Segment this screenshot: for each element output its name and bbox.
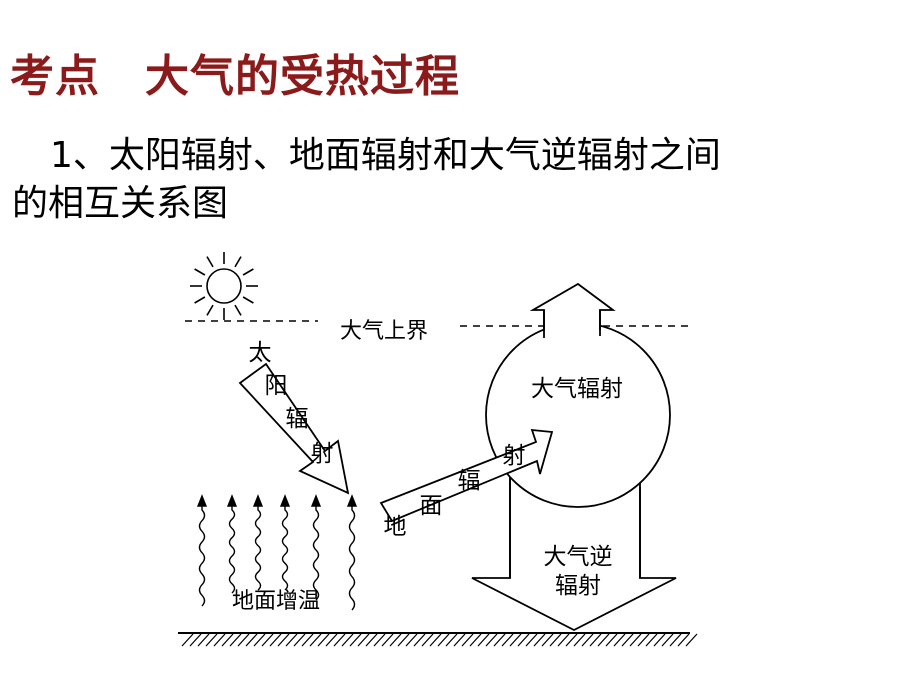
heat-wave-arrowhead (346, 494, 358, 507)
heat-wave-arrow (312, 498, 320, 601)
solar-radiation-char-4: 射 (311, 441, 334, 467)
heat-wave-arrow (198, 498, 206, 607)
ground-radiation-char-3: 辐 (458, 468, 481, 494)
ground-radiation-arrow (379, 428, 554, 523)
solar-radiation-char-3: 辐 (286, 406, 309, 432)
heat-wave-arrow (228, 498, 236, 594)
ground-heating-arrows (196, 494, 358, 611)
atmosphere-top-label: 大气上界 (340, 319, 428, 344)
ground-radiation-char-2: 面 (420, 493, 443, 519)
ground-radiation-char-1: 地 (384, 514, 407, 540)
heat-wave-arrowhead (196, 494, 208, 507)
subtitle-line-1: 1、太阳辐射、地面辐射和大气逆辐射之间 (50, 135, 721, 176)
heat-wave-arrowhead (279, 494, 291, 507)
solar-radiation-arrow (238, 362, 350, 495)
atmospheric-radiation-label: 大气辐射 (531, 376, 623, 402)
heat-wave-arrow (254, 498, 262, 591)
atmosphere-top-line (185, 320, 692, 327)
slide-title: 考点 大气的受热过程 (10, 51, 460, 102)
heat-wave-arrow (281, 498, 289, 591)
heat-wave-arrowhead (252, 494, 264, 507)
slide-subtitle: 1、太阳辐射、地面辐射和大气逆辐射之间 的相互关系图 (12, 132, 892, 228)
heat-wave-arrowhead (226, 494, 238, 507)
ground-surface (178, 632, 698, 647)
heat-wave-arrow (348, 498, 356, 611)
sun-icon (190, 252, 258, 320)
solar-radiation-char-2: 阳 (265, 373, 288, 399)
counter-radiation-label-line-2: 辐射 (555, 573, 601, 599)
atmosphere-circle (485, 322, 671, 508)
subtitle-line-2: 的相互关系图 (12, 183, 229, 224)
ground-radiation-char-4: 射 (503, 443, 526, 469)
heat-wave-arrowhead (310, 494, 322, 507)
counter-radiation-label-line-1: 大气逆 (544, 544, 613, 570)
solar-radiation-char-1: 太 (249, 340, 272, 366)
ground-warming-label: 地面增温 (232, 589, 320, 614)
